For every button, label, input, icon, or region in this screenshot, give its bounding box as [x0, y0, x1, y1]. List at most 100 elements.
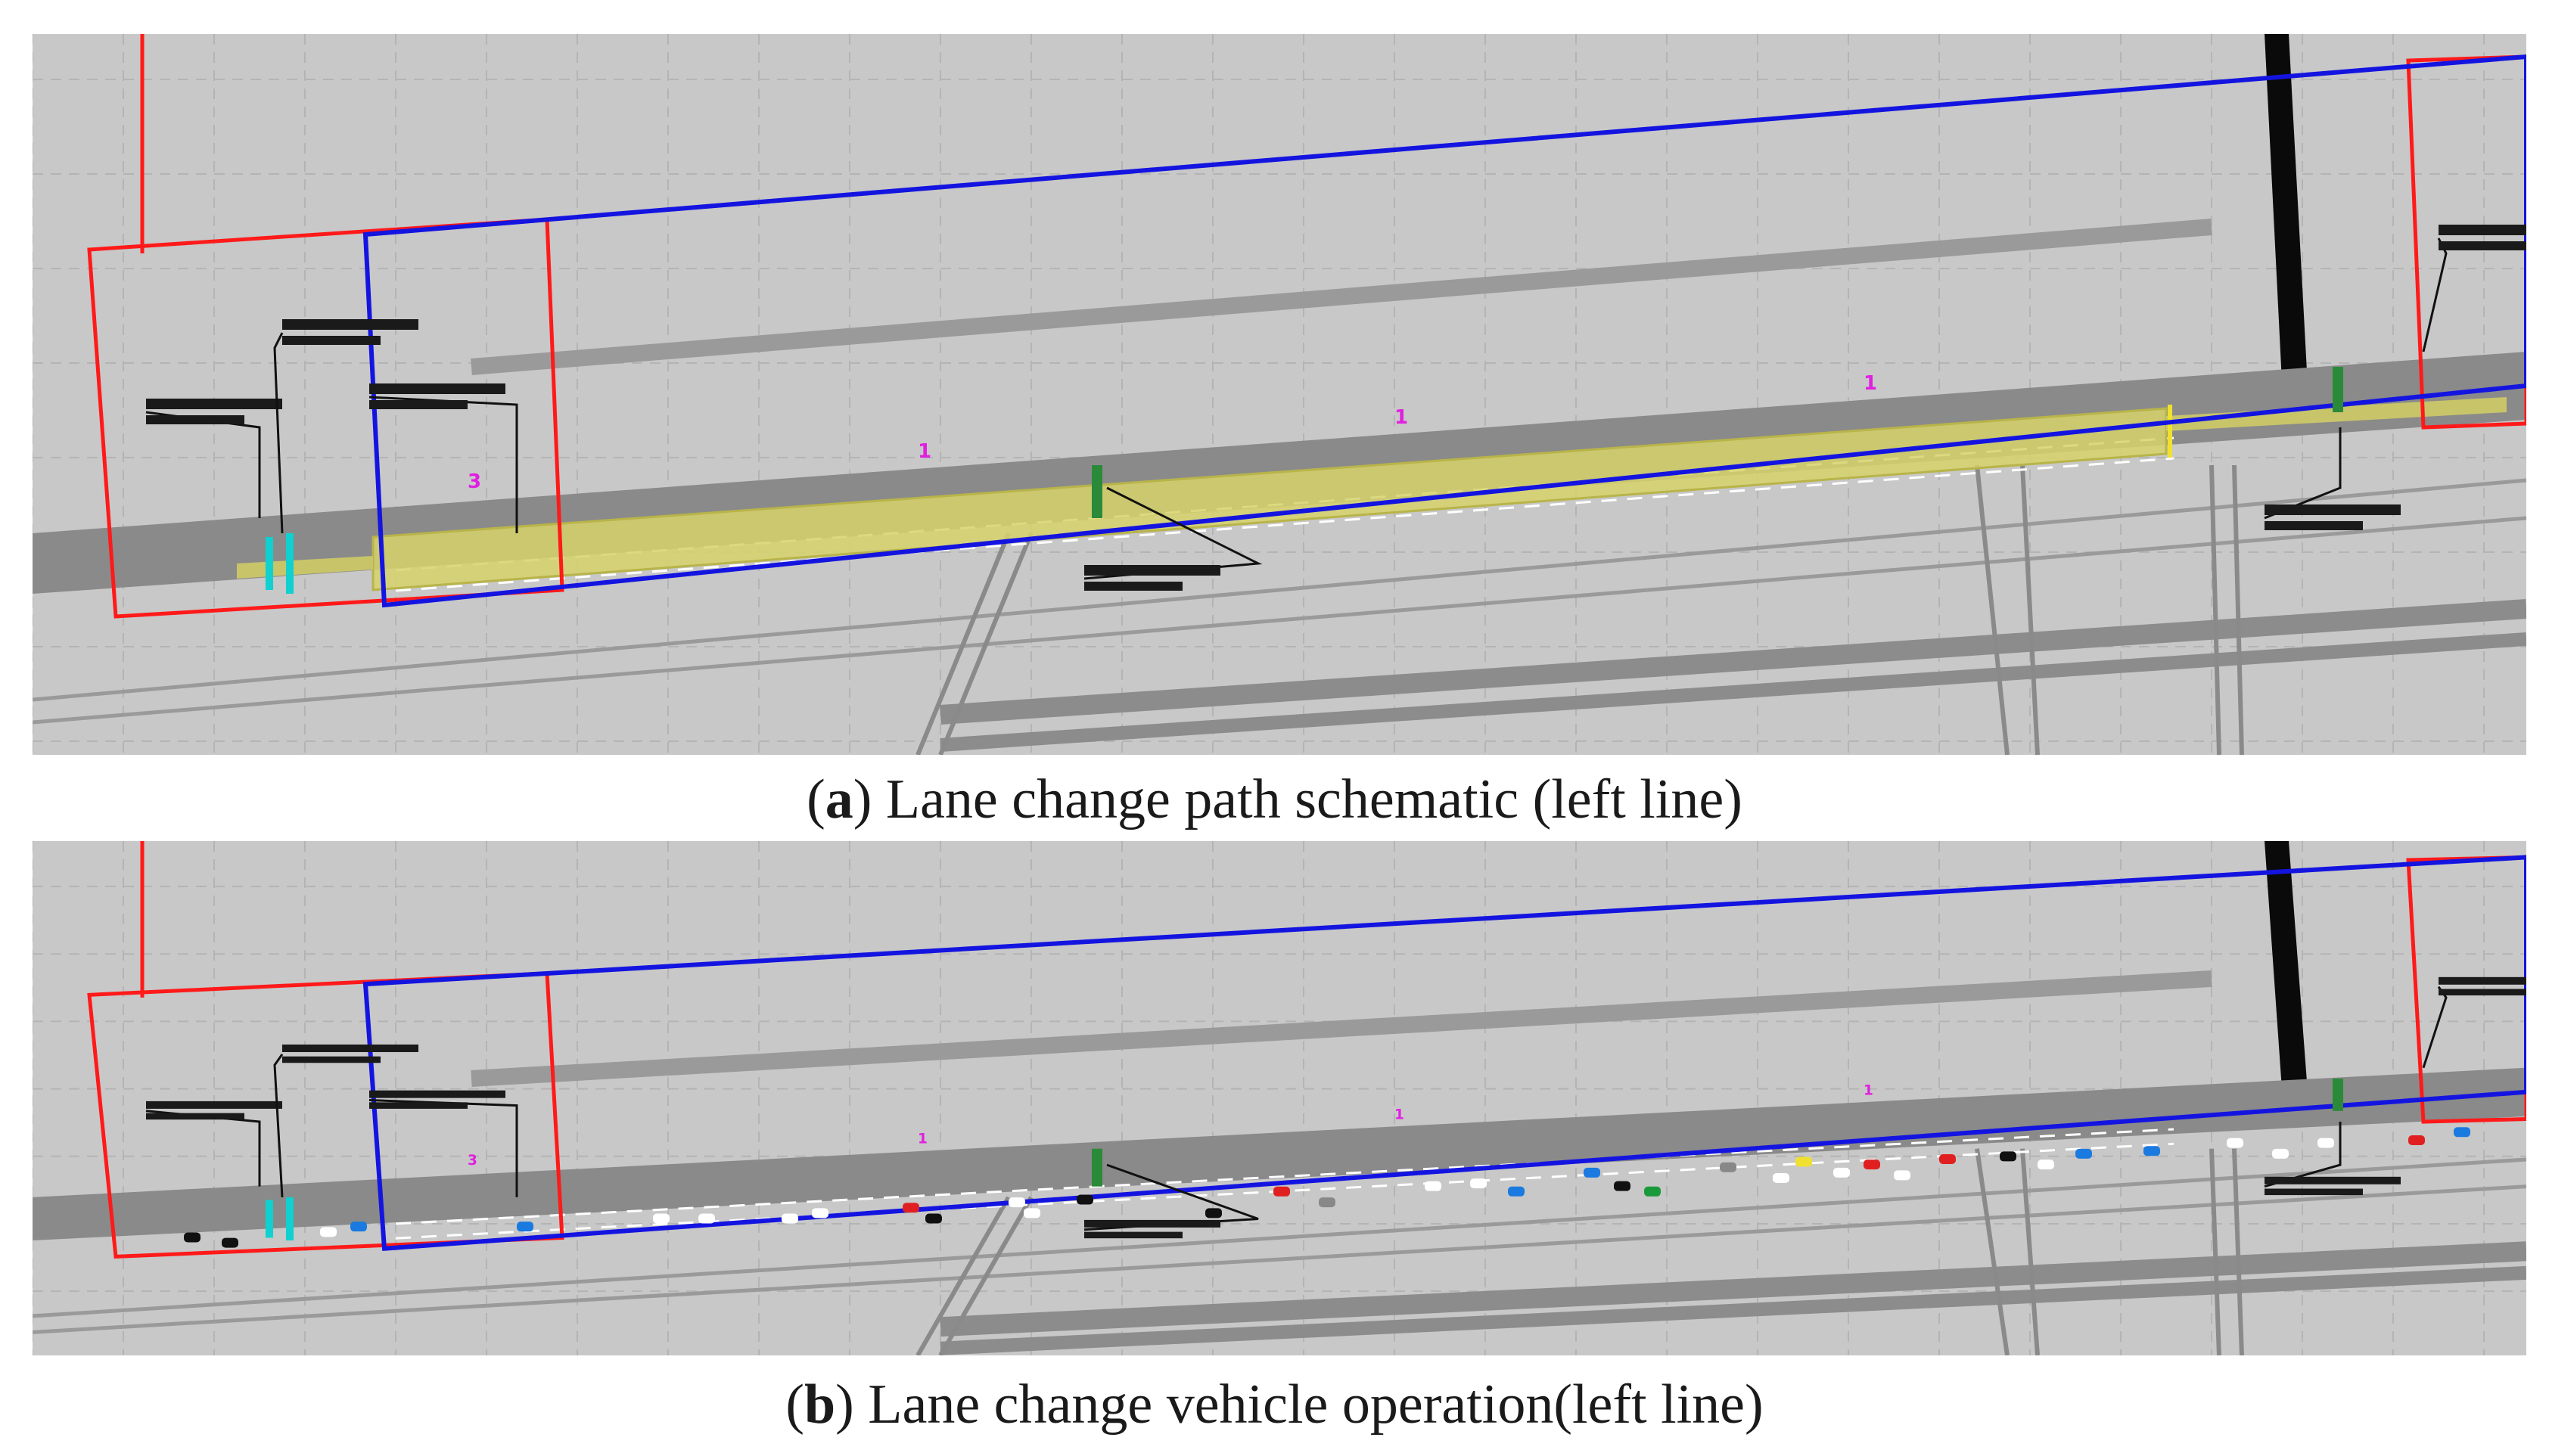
- vehicle-icon[interactable]: [2454, 1127, 2470, 1138]
- annotation-leader: [368, 1098, 518, 1197]
- annotation-block: [2265, 1188, 2363, 1196]
- vehicle-icon[interactable]: [698, 1213, 715, 1224]
- annotation-leader: [2422, 986, 2448, 1069]
- caption-open-paren: (: [785, 1374, 804, 1436]
- background-road: [940, 1265, 2526, 1355]
- vehicle-icon[interactable]: [1319, 1197, 1335, 1208]
- annotation-leader: [145, 1110, 261, 1187]
- network-canvas[interactable]: 1 1 1 3: [33, 34, 2526, 755]
- annotation-block: [2439, 976, 2526, 985]
- link-outline-blue: [362, 54, 2526, 608]
- main-road: [33, 1067, 2526, 1241]
- annotation-block: [1084, 1231, 1183, 1239]
- background-road: [33, 1184, 2526, 1334]
- vehicle-icon[interactable]: [2272, 1148, 2289, 1159]
- connector-road: [2209, 464, 2221, 755]
- vehicle-icon[interactable]: [1024, 1208, 1040, 1219]
- annotation-block: [282, 336, 381, 345]
- caption-text: ) Lane change vehicle operation(left lin…: [835, 1374, 1764, 1436]
- vehicle-icon[interactable]: [1077, 1194, 1093, 1205]
- vehicle-icon[interactable]: [2227, 1138, 2243, 1148]
- lane-marking: [395, 1128, 2174, 1225]
- vehicle-icon[interactable]: [1470, 1178, 1487, 1189]
- vehicle-icon[interactable]: [782, 1213, 798, 1224]
- vehicle-icon[interactable]: [517, 1222, 533, 1232]
- vehicle-icon[interactable]: [1614, 1181, 1630, 1191]
- vehicle-icon[interactable]: [1720, 1162, 1736, 1172]
- caption-letter: b: [804, 1374, 836, 1436]
- vehicle-icon[interactable]: [2317, 1138, 2334, 1148]
- annotation-block: [2265, 504, 2401, 515]
- network-label: 3: [468, 470, 481, 493]
- vehicle-icon[interactable]: [222, 1237, 238, 1248]
- vehicle-icon[interactable]: [184, 1232, 201, 1243]
- vehicle-icon[interactable]: [1425, 1181, 1441, 1191]
- background-road: [940, 632, 2526, 752]
- caption-letter: a: [825, 768, 853, 830]
- annotation-block: [2265, 1176, 2401, 1184]
- vehicle-icon[interactable]: [2075, 1148, 2092, 1159]
- network-label: 1: [1864, 1082, 1873, 1098]
- vehicle-icon[interactable]: [1894, 1170, 1910, 1181]
- vehicle-icon[interactable]: [903, 1203, 919, 1213]
- overpass: [471, 970, 2212, 1087]
- vehicle-icon[interactable]: [1009, 1197, 1025, 1208]
- vehicle-icon[interactable]: [1205, 1208, 1222, 1219]
- network-label: 1: [918, 1132, 928, 1147]
- vehicle-icon[interactable]: [812, 1208, 828, 1219]
- link-outline-blue: [362, 855, 2526, 1251]
- detector-icon: [266, 1200, 273, 1238]
- annotation-leader: [273, 1053, 284, 1198]
- vehicle-icon[interactable]: [2038, 1160, 2054, 1170]
- caption-open-paren: (: [807, 768, 825, 830]
- vehicle-icon[interactable]: [320, 1227, 337, 1237]
- connector-road: [2020, 464, 2040, 755]
- annotation-block: [2265, 521, 2363, 530]
- background-road: [33, 516, 2526, 725]
- lane-marking: [395, 1142, 2174, 1240]
- annotation-block: [2439, 989, 2526, 996]
- annotation-block: [2439, 241, 2526, 250]
- connector-road: [915, 1196, 1011, 1355]
- network-label: 1: [1864, 372, 1877, 395]
- pole: [2265, 841, 2310, 1122]
- vehicle-icon[interactable]: [1773, 1172, 1789, 1183]
- connector-road: [938, 532, 1034, 755]
- signal-head-icon: [2333, 1078, 2343, 1111]
- annotation-block: [369, 383, 505, 394]
- vehicle-icon[interactable]: [925, 1213, 942, 1224]
- annotation-leader: [2422, 237, 2448, 352]
- vehicle-icon[interactable]: [2000, 1151, 2016, 1162]
- overpass: [471, 219, 2212, 375]
- annotation-block: [2439, 225, 2526, 235]
- lane-marking: [395, 457, 2174, 592]
- vehicle-icon[interactable]: [2408, 1135, 2425, 1146]
- connector-road: [1975, 1148, 2010, 1355]
- background-road: [33, 1157, 2526, 1318]
- vehicle-icon[interactable]: [653, 1213, 670, 1224]
- vehicle-icon[interactable]: [2143, 1146, 2160, 1156]
- vehicle-icon[interactable]: [1939, 1153, 1956, 1164]
- vehicle-icon[interactable]: [1644, 1186, 1661, 1197]
- vehicle-icon[interactable]: [350, 1222, 367, 1232]
- connector-road: [2209, 1148, 2221, 1355]
- signal-head-icon: [1092, 465, 1102, 518]
- network-label: 3: [468, 1153, 477, 1169]
- network-label: 1: [918, 440, 931, 463]
- connector-road: [1975, 464, 2010, 755]
- simulation-view-lane-change-path[interactable]: 1 1 1 3: [33, 34, 2526, 755]
- vehicle-icon[interactable]: [1584, 1167, 1600, 1178]
- vehicle-icon[interactable]: [1273, 1186, 1290, 1197]
- signal-head-icon: [2333, 367, 2343, 412]
- vehicle-icon[interactable]: [1833, 1167, 1850, 1178]
- annotation-block: [146, 399, 282, 409]
- vehicle-icon[interactable]: [1508, 1186, 1525, 1197]
- annotation-leader: [145, 411, 261, 518]
- vehicle-icon[interactable]: [1795, 1156, 1812, 1167]
- vehicle-icon[interactable]: [1864, 1160, 1880, 1170]
- network-label: 1: [1394, 406, 1408, 429]
- annotation-block: [282, 1056, 381, 1063]
- connector-road: [2020, 1148, 2040, 1355]
